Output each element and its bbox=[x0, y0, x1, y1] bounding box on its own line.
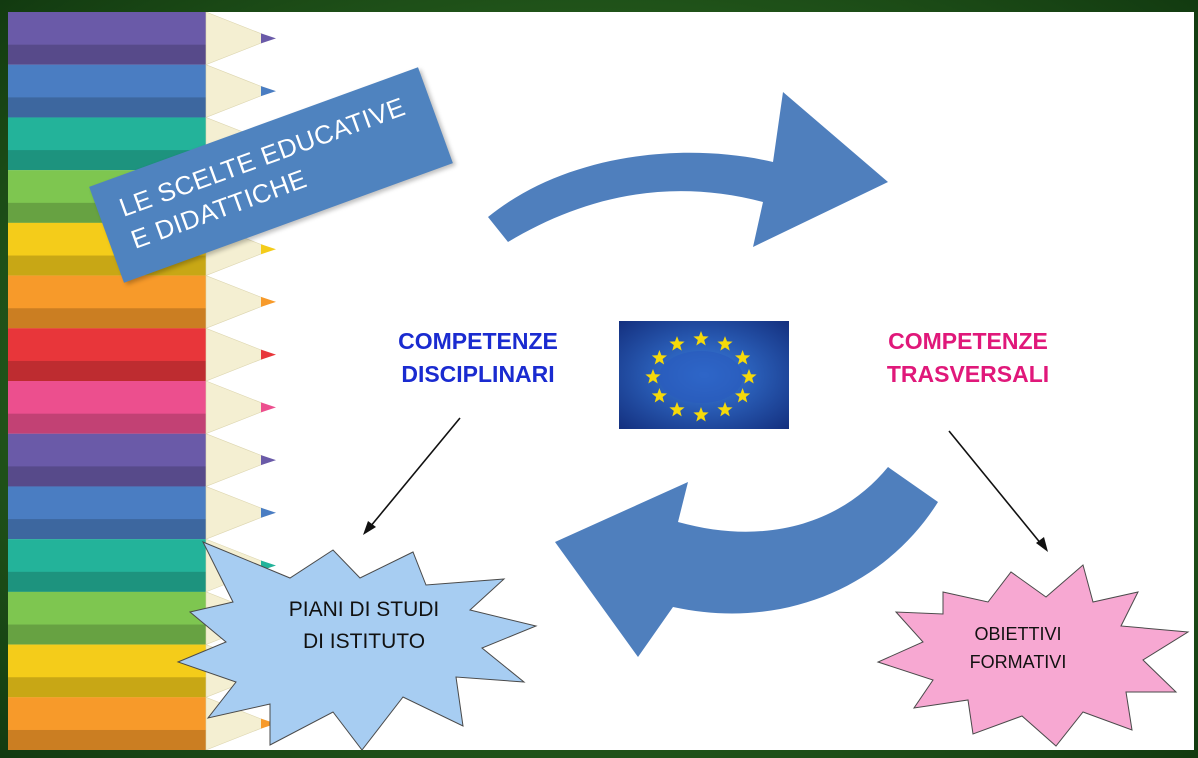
eu-star-icon bbox=[693, 407, 709, 422]
eu-star-icon bbox=[651, 350, 667, 365]
pencil-tip bbox=[261, 86, 276, 97]
pencil-shade bbox=[8, 519, 206, 540]
eu-star-icon bbox=[645, 369, 661, 384]
eu-star-ring bbox=[645, 331, 757, 422]
eu-flag-icon bbox=[619, 321, 789, 429]
pencil-tip bbox=[261, 455, 276, 466]
pencil-shade bbox=[8, 360, 206, 381]
competenze-trasversali-label: COMPETENZE TRASVERSALI bbox=[828, 325, 1108, 392]
eu-star-icon bbox=[669, 336, 685, 351]
top-cycle-arrow-icon bbox=[488, 92, 888, 247]
pencil-tip bbox=[261, 507, 276, 518]
obiettivi-line-1: OBIETTIVI bbox=[974, 624, 1062, 644]
pencil-shade bbox=[8, 413, 206, 434]
obiettivi-starburst-icon bbox=[876, 564, 1190, 747]
pencil-wood bbox=[205, 327, 274, 382]
eu-star-icon bbox=[717, 401, 733, 417]
pencil-wood bbox=[205, 64, 274, 118]
slide-canvas: LE SCELTE EDUCATIVE E DIDATTICHE COMPETE… bbox=[8, 12, 1194, 750]
pencil-shade bbox=[8, 97, 206, 118]
pencil-wood bbox=[205, 275, 274, 329]
eu-star-icon bbox=[735, 350, 751, 365]
pencil-tip bbox=[261, 33, 276, 44]
bottom-cycle-arrow-icon bbox=[555, 467, 938, 657]
piani-di-studi-label: PIANI DI STUDI DI ISTITUTO bbox=[244, 594, 484, 658]
arrow-to-piani-icon bbox=[363, 417, 461, 535]
arrow-to-obiettivi-icon bbox=[948, 430, 1048, 552]
pencil-tip bbox=[261, 244, 276, 255]
pencil-shade bbox=[8, 44, 206, 65]
eu-star-icon bbox=[669, 401, 685, 417]
diagram-artwork bbox=[8, 12, 1190, 750]
trasversali-line-1: COMPETENZE bbox=[888, 328, 1048, 354]
pencil-tip bbox=[261, 402, 276, 413]
pencil-tip bbox=[261, 349, 276, 360]
pencil-shade bbox=[8, 677, 206, 698]
eu-star-icon bbox=[741, 369, 757, 384]
piani-line-1: PIANI DI STUDI bbox=[288, 598, 440, 621]
competenze-disciplinari-label: COMPETENZE DISCIPLINARI bbox=[348, 325, 608, 392]
obiettivi-formativi-label: OBIETTIVI FORMATIVI bbox=[918, 620, 1118, 676]
pencil-shade bbox=[8, 308, 206, 329]
pencil-shade bbox=[8, 729, 206, 750]
eu-star-icon bbox=[651, 388, 667, 403]
pencil-wood bbox=[205, 12, 274, 66]
pencil-wood bbox=[205, 433, 274, 487]
disciplinari-line-1: COMPETENZE bbox=[398, 328, 558, 354]
eu-star-icon bbox=[693, 331, 709, 346]
pencil-wood bbox=[205, 380, 274, 435]
eu-star-icon bbox=[735, 388, 751, 403]
piani-line-2: DI ISTITUTO bbox=[302, 630, 426, 653]
piani-starburst-icon bbox=[176, 541, 538, 750]
disciplinari-line-2: DISCIPLINARI bbox=[401, 361, 555, 388]
pencil-shade bbox=[8, 571, 206, 592]
eu-star-icon bbox=[717, 336, 733, 351]
pencil-tip bbox=[261, 296, 276, 307]
pencil-shade bbox=[8, 466, 206, 487]
obiettivi-line-2: FORMATIVI bbox=[969, 652, 1067, 672]
trasversali-line-2: TRASVERSALI bbox=[886, 361, 1050, 388]
pencil-tip bbox=[261, 718, 276, 729]
pencil-shade bbox=[8, 624, 206, 645]
pencil-wood bbox=[205, 485, 274, 540]
